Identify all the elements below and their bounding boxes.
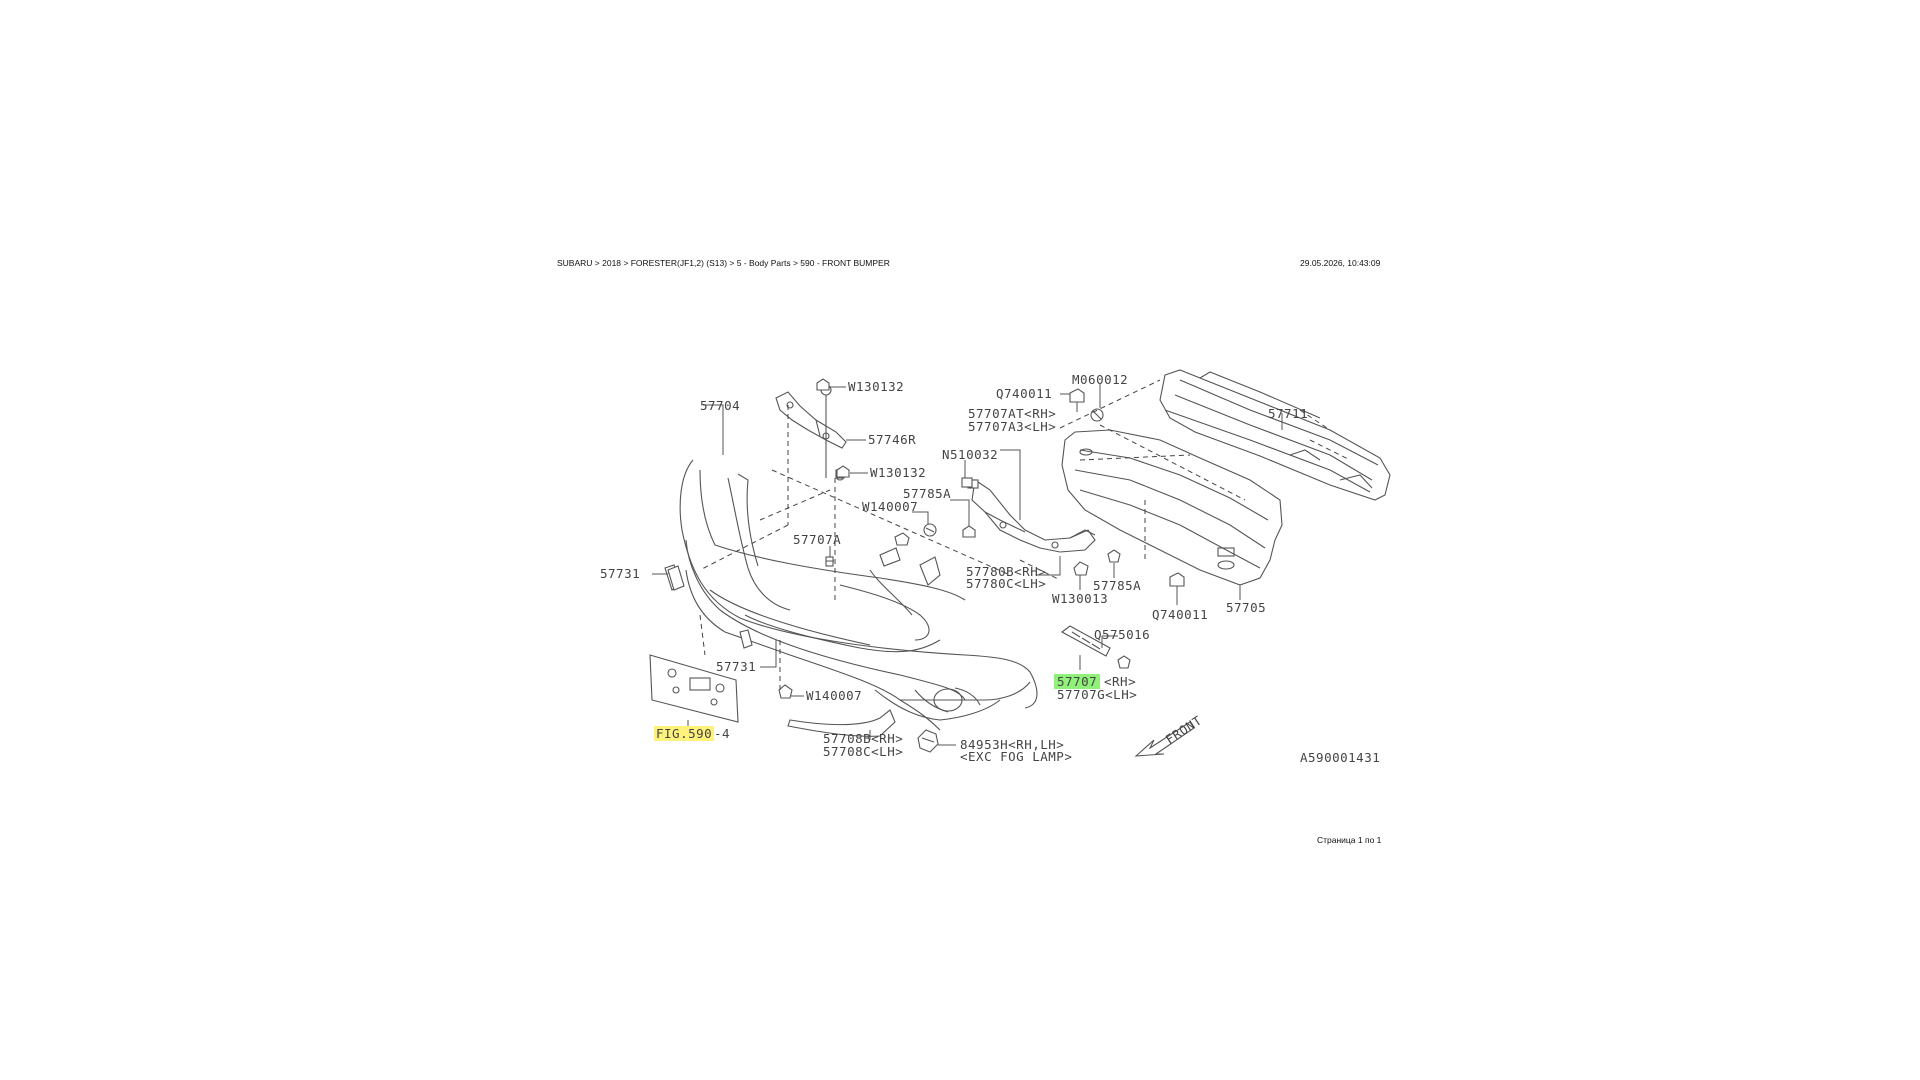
label-57707a[interactable]: 57707A: [793, 532, 841, 547]
label-m060012[interactable]: M060012: [1072, 372, 1128, 387]
molding-57708b[interactable]: [787, 709, 896, 737]
label-w130013[interactable]: W130013: [1052, 591, 1108, 606]
label-57707a3[interactable]: 57707A3<LH>: [968, 419, 1056, 434]
clip-57731-mid[interactable]: [739, 629, 753, 649]
fog-lamp-cover-84953h[interactable]: [917, 729, 939, 753]
bumper-absorber-57705[interactable]: [1061, 429, 1283, 586]
label-57780c[interactable]: 57780C<LH>: [966, 576, 1046, 591]
label-q740011-bottom[interactable]: Q740011: [1152, 607, 1208, 622]
bumper-stay-57707at[interactable]: [967, 479, 1096, 553]
fasteners[interactable]: [667, 378, 1185, 699]
label-fig590[interactable]: FIG.590: [656, 726, 712, 741]
print-timestamp: 29.05.2026, 10:43:09: [1300, 258, 1381, 268]
label-w130132-mid[interactable]: W130132: [870, 465, 926, 480]
label-57705[interactable]: 57705: [1226, 600, 1266, 615]
part-57707-highlight: [1054, 674, 1100, 689]
front-arrow: [1134, 721, 1195, 757]
bracket-57746r[interactable]: [775, 384, 847, 481]
label-n510032[interactable]: N510032: [942, 447, 998, 462]
label-57708b[interactable]: 57708B<RH>: [823, 731, 903, 746]
leader-lines: [652, 384, 1283, 746]
label-57746r[interactable]: 57746R: [868, 432, 916, 447]
assembly-guide-lines: [699, 379, 1351, 690]
bumper-grille-57707[interactable]: [1060, 625, 1111, 657]
bumper-reinforcement-57711[interactable]: [1159, 369, 1391, 501]
label-57731-mid[interactable]: 57731: [716, 659, 756, 674]
label-57707-selected[interactable]: 57707: [1057, 674, 1097, 689]
label-q575016[interactable]: Q575016: [1094, 627, 1150, 642]
page-counter: Страница 1 по 1: [1317, 835, 1382, 845]
label-57708c[interactable]: 57708C<LH>: [823, 744, 903, 759]
label-exc-fog-lamp: <EXC FOG LAMP>: [960, 749, 1072, 764]
breadcrumb: SUBARU > 2018 > FORESTER(JF1,2) (S13) > …: [557, 258, 890, 268]
label-57731-left[interactable]: 57731: [600, 566, 640, 581]
label-q740011-top[interactable]: Q740011: [996, 386, 1052, 401]
label-57711[interactable]: 57711: [1268, 406, 1308, 421]
label-57780b[interactable]: 57780B<RH>: [966, 564, 1046, 579]
bumper-face-57704[interactable]: [679, 459, 1038, 731]
label-fig590-suffix: -4: [714, 726, 730, 741]
label-57785a-right[interactable]: 57785A: [1093, 578, 1141, 593]
label-57785a-left[interactable]: 57785A: [903, 486, 951, 501]
diagram-id: A590001431: [1300, 750, 1380, 765]
label-w140007-top[interactable]: W140007: [862, 499, 918, 514]
label-w130132-top[interactable]: W130132: [848, 379, 904, 394]
label-57707at[interactable]: 57707AT<RH>: [968, 406, 1056, 421]
label-57707g[interactable]: 57707G<LH>: [1057, 687, 1137, 702]
label-84953h[interactable]: 84953H<RH,LH>: [960, 737, 1064, 752]
label-57704[interactable]: 57704: [700, 398, 740, 413]
license-plate-bracket[interactable]: [649, 654, 739, 723]
label-57707-rh[interactable]: <RH>: [1104, 674, 1136, 689]
fig590-highlight: [654, 726, 714, 741]
label-front: FRONT: [1163, 713, 1205, 747]
label-w140007-bottom[interactable]: W140007: [806, 688, 862, 703]
